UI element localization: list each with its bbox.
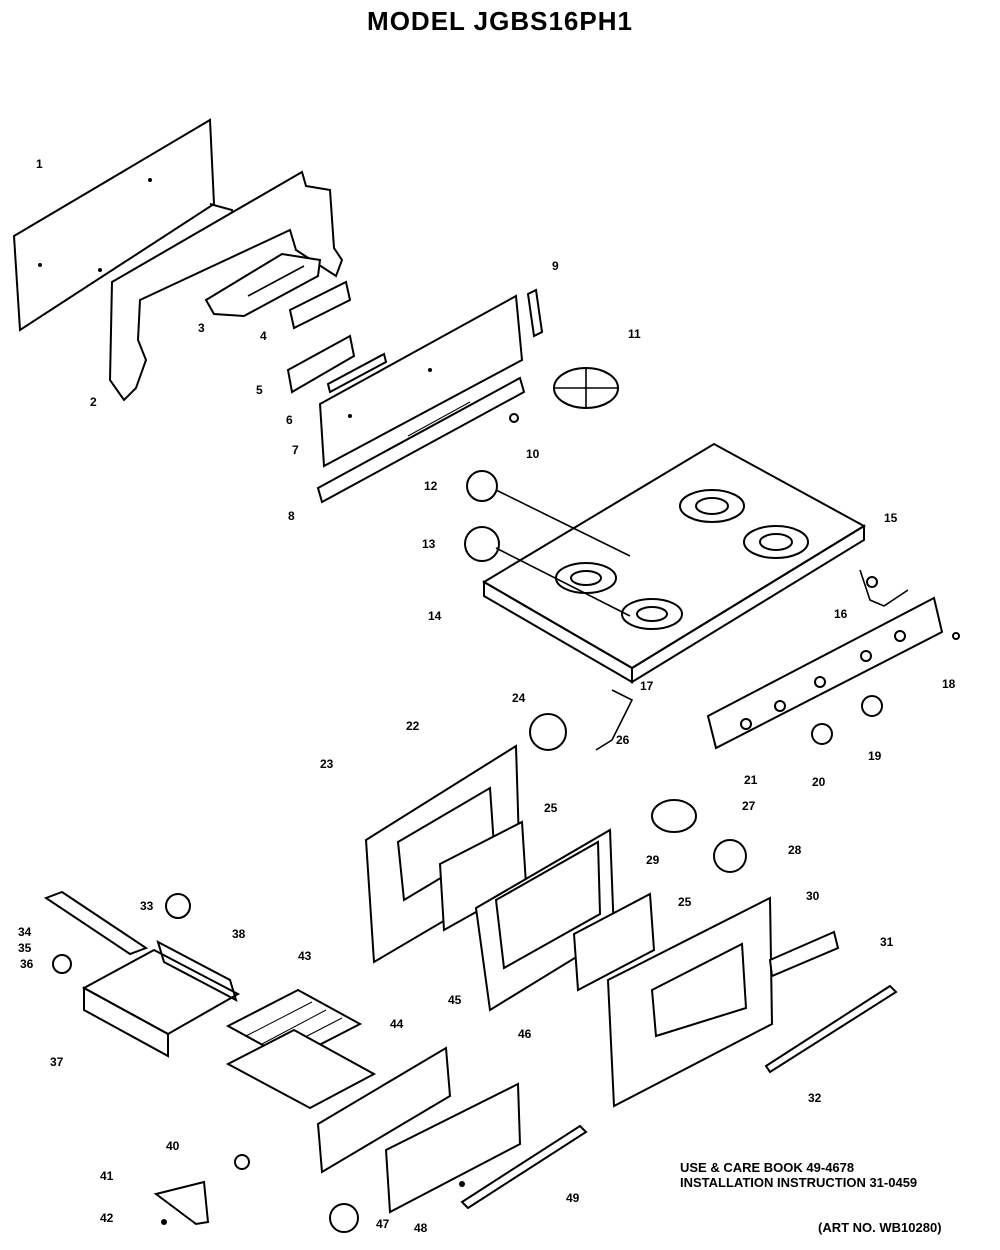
part-manifold-panel xyxy=(706,596,944,750)
part-15-16 xyxy=(859,569,909,607)
part-broiler-drawer xyxy=(81,940,241,1058)
callout-41: 41 xyxy=(100,1169,114,1183)
callout-49: 49 xyxy=(566,1191,580,1205)
callout-5: 5 xyxy=(256,383,263,397)
callout-11: 11 xyxy=(628,327,641,341)
part-24 xyxy=(529,713,567,751)
callout-22: 22 xyxy=(406,719,420,733)
callout-14: 14 xyxy=(428,609,442,623)
callout-1: 1 xyxy=(36,157,43,171)
part-29-glass xyxy=(572,892,656,992)
callout-46: 46 xyxy=(518,1027,532,1041)
callout-6: 6 xyxy=(286,413,293,427)
callout-26: 26 xyxy=(616,733,630,747)
callout-24: 24 xyxy=(512,691,526,705)
part-6-strip xyxy=(326,352,388,394)
part-28 xyxy=(713,839,747,873)
callout-30: 30 xyxy=(806,889,820,903)
part-36 xyxy=(52,954,72,974)
callout-34: 34 xyxy=(18,925,32,939)
part-burner-grate xyxy=(553,367,619,409)
part-control-panel xyxy=(318,294,524,468)
part-small-hardware xyxy=(153,1154,465,1233)
callout-13: 13 xyxy=(422,537,436,551)
part-burner-cap-large xyxy=(464,526,500,562)
part-10-screw xyxy=(509,413,519,423)
callout-29: 29 xyxy=(646,853,660,867)
part-33 xyxy=(165,893,191,919)
callout-19: 19 xyxy=(868,749,882,763)
callout-35: 35 xyxy=(18,941,32,955)
part-knobs xyxy=(811,632,960,745)
part-frame xyxy=(108,170,344,402)
callout-10: 10 xyxy=(526,447,540,461)
callout-28: 28 xyxy=(788,843,802,857)
callout-9: 9 xyxy=(552,259,559,273)
callout-42: 42 xyxy=(100,1211,114,1225)
callout-45: 45 xyxy=(448,993,462,1007)
part-burner-cap-small xyxy=(466,470,498,502)
callout-44: 44 xyxy=(390,1017,404,1031)
callout-38: 38 xyxy=(232,927,246,941)
part-46-panel xyxy=(384,1082,522,1214)
callout-4: 4 xyxy=(260,329,267,343)
callout-32: 32 xyxy=(808,1091,822,1105)
diagram-title: MODEL JGBS16PH1 xyxy=(367,6,633,36)
part-34-rail xyxy=(43,890,149,956)
callout-48: 48 xyxy=(414,1221,428,1235)
callout-18: 18 xyxy=(942,677,956,691)
callout-15: 15 xyxy=(884,511,898,525)
callout-23: 23 xyxy=(320,757,334,771)
part-4 xyxy=(288,280,352,330)
part-broil-pan xyxy=(225,1028,377,1110)
callout-47: 47 xyxy=(376,1217,390,1231)
callout-2: 2 xyxy=(90,395,97,409)
callout-21: 21 xyxy=(744,773,758,787)
installation-note: INSTALLATION INSTRUCTION 31-0459 xyxy=(680,1175,918,1190)
callout-3: 3 xyxy=(198,321,205,335)
part-32-rod xyxy=(764,984,898,1074)
part-49-rod xyxy=(460,1124,588,1210)
part-9-strip xyxy=(526,288,544,338)
callout-27: 27 xyxy=(742,799,756,813)
use-care-note: USE & CARE BOOK 49-4678 xyxy=(680,1160,855,1175)
part-outer-door xyxy=(606,896,774,1108)
part-cooktop xyxy=(482,442,866,684)
part-27 xyxy=(651,799,697,833)
part-5 xyxy=(286,334,356,394)
callout-12: 12 xyxy=(424,479,438,493)
callout-7: 7 xyxy=(292,443,299,457)
part-31-trim xyxy=(768,930,840,978)
callout-31: 31 xyxy=(880,935,894,949)
part-8-panel xyxy=(316,376,526,504)
part-bracket xyxy=(204,252,322,318)
art-number: (ART NO. WB10280) xyxy=(818,1220,942,1235)
callout-36: 36 xyxy=(20,957,34,971)
callout-20: 20 xyxy=(812,775,826,789)
callout-25: 25 xyxy=(678,895,692,909)
part-17-wire xyxy=(595,689,634,751)
callout-33: 33 xyxy=(140,899,154,913)
callout-43: 43 xyxy=(298,949,312,963)
callout-16: 16 xyxy=(834,607,848,621)
callout-8: 8 xyxy=(288,509,295,523)
callout-37: 37 xyxy=(50,1055,64,1069)
callout-40: 40 xyxy=(166,1139,180,1153)
part-drawer-front xyxy=(316,1046,452,1174)
callout-17: 17 xyxy=(640,679,654,693)
callout-25: 25 xyxy=(544,801,558,815)
